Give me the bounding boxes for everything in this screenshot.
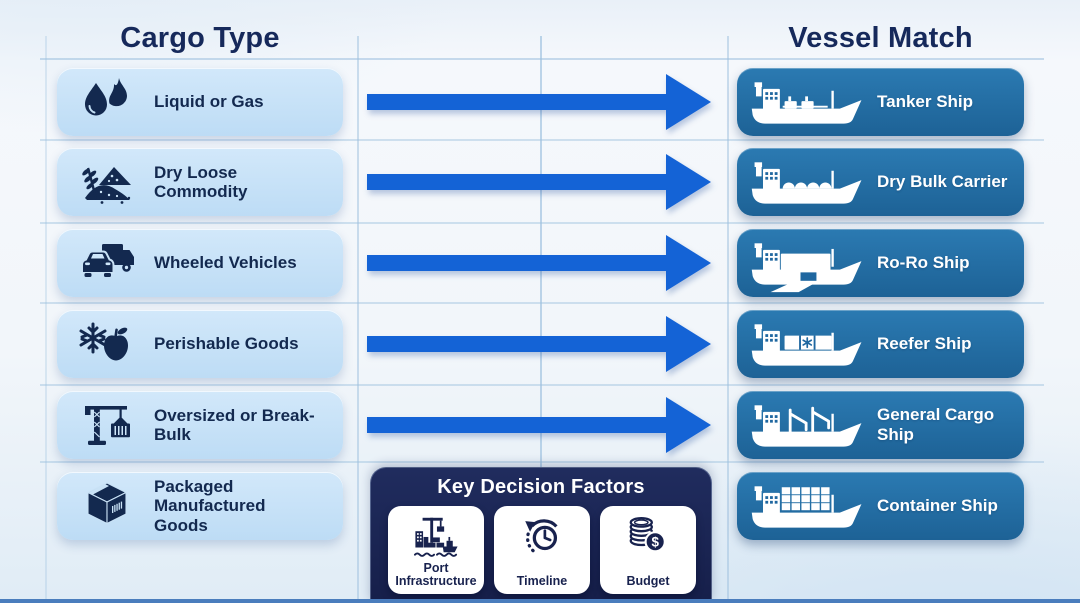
arrow-row-2	[367, 154, 711, 210]
arrow-row-1	[367, 74, 711, 130]
cargo-label: Oversized or Break-Bulk	[154, 405, 315, 444]
vessel-box-roro: Ro-Ro Ship	[737, 229, 1024, 297]
cargo-box-liquid-or-gas: Liquid or Gas	[57, 68, 343, 136]
cargo-label: Dry Loose Commodity	[154, 162, 248, 201]
car-truck-icon	[79, 235, 135, 291]
grid-line-horizontal	[40, 222, 1044, 224]
cargo-type-title: Cargo Type	[120, 22, 280, 54]
key-decision-factors-panel: Key Decision Factors Por	[370, 467, 712, 603]
vessel-label: Container Ship	[877, 496, 998, 516]
vessel-match-title: Vessel Match	[788, 22, 973, 54]
arrow-row-3	[367, 235, 711, 291]
vessel-label: Reefer Ship	[877, 334, 972, 354]
cargo-box-perishable-goods: Perishable Goods	[57, 310, 343, 378]
factor-label: Timeline	[516, 573, 568, 588]
container-ship-icon	[747, 476, 869, 536]
factor-card-timeline: Timeline	[494, 506, 590, 594]
cargo-label: Liquid or Gas	[154, 92, 264, 112]
bulk-carrier-ship-icon	[747, 152, 869, 212]
crane-container-icon	[79, 397, 135, 453]
vessel-box-container-ship: Container Ship	[737, 472, 1024, 540]
coins-dollar-icon: $	[625, 513, 671, 559]
vessel-box-reefer: Reefer Ship	[737, 310, 1024, 378]
grid-line-vertical	[540, 36, 542, 603]
tanker-ship-icon	[747, 72, 869, 132]
vessel-label: General Cargo Ship	[877, 405, 995, 444]
roro-ship-icon	[747, 233, 869, 293]
bottom-accent-bar	[0, 599, 1080, 603]
port-infrastructure-icon	[413, 513, 459, 559]
clock-arrow-icon	[519, 513, 565, 559]
vessel-label: Dry Bulk Carrier	[877, 172, 1008, 192]
arrow-row-4	[367, 316, 711, 372]
arrow-row-5	[367, 397, 711, 453]
cargo-box-packaged-goods: Packaged Manufactured Goods	[57, 472, 343, 540]
vessel-label: Tanker Ship	[877, 92, 974, 112]
vessel-box-general-cargo: General Cargo Ship	[737, 391, 1024, 459]
factor-card-budget: $ Budget	[600, 506, 696, 594]
drop-flame-icon	[79, 74, 135, 130]
panel-title: Key Decision Factors	[437, 476, 645, 498]
reefer-ship-icon	[747, 314, 869, 374]
snowflake-apple-icon	[79, 316, 135, 372]
svg-text:$: $	[651, 535, 659, 550]
cargo-box-dry-loose-commodity: Dry Loose Commodity	[57, 148, 343, 216]
cargo-box-wheeled-vehicles: Wheeled Vehicles	[57, 229, 343, 297]
cargo-label: Packaged Manufactured Goods	[154, 477, 266, 535]
cargo-label: Wheeled Vehicles	[154, 253, 297, 273]
vessel-box-tanker: Tanker Ship	[737, 68, 1024, 136]
box-icon	[79, 478, 135, 534]
vessel-label: Ro-Ro Ship	[877, 253, 970, 273]
grid-line-horizontal	[40, 384, 1044, 386]
grid-line-horizontal	[40, 139, 1044, 141]
grid-line-vertical	[357, 36, 359, 603]
cargo-box-oversized-break-bulk: Oversized or Break-Bulk	[57, 391, 343, 459]
grid-line-horizontal	[40, 302, 1044, 304]
factor-label: Budget	[626, 573, 670, 588]
factor-card-port-infrastructure: Port Infrastructure	[388, 506, 484, 594]
factor-label: Port Infrastructure	[395, 560, 477, 588]
grid-line-horizontal	[40, 58, 1044, 60]
grid-line-vertical	[45, 36, 47, 603]
vessel-box-dry-bulk-carrier: Dry Bulk Carrier	[737, 148, 1024, 216]
grain-pile-icon	[79, 154, 135, 210]
grid-line-horizontal	[40, 461, 1044, 463]
general-cargo-ship-icon	[747, 395, 869, 455]
cargo-label: Perishable Goods	[154, 334, 299, 354]
grid-line-vertical	[727, 36, 729, 603]
